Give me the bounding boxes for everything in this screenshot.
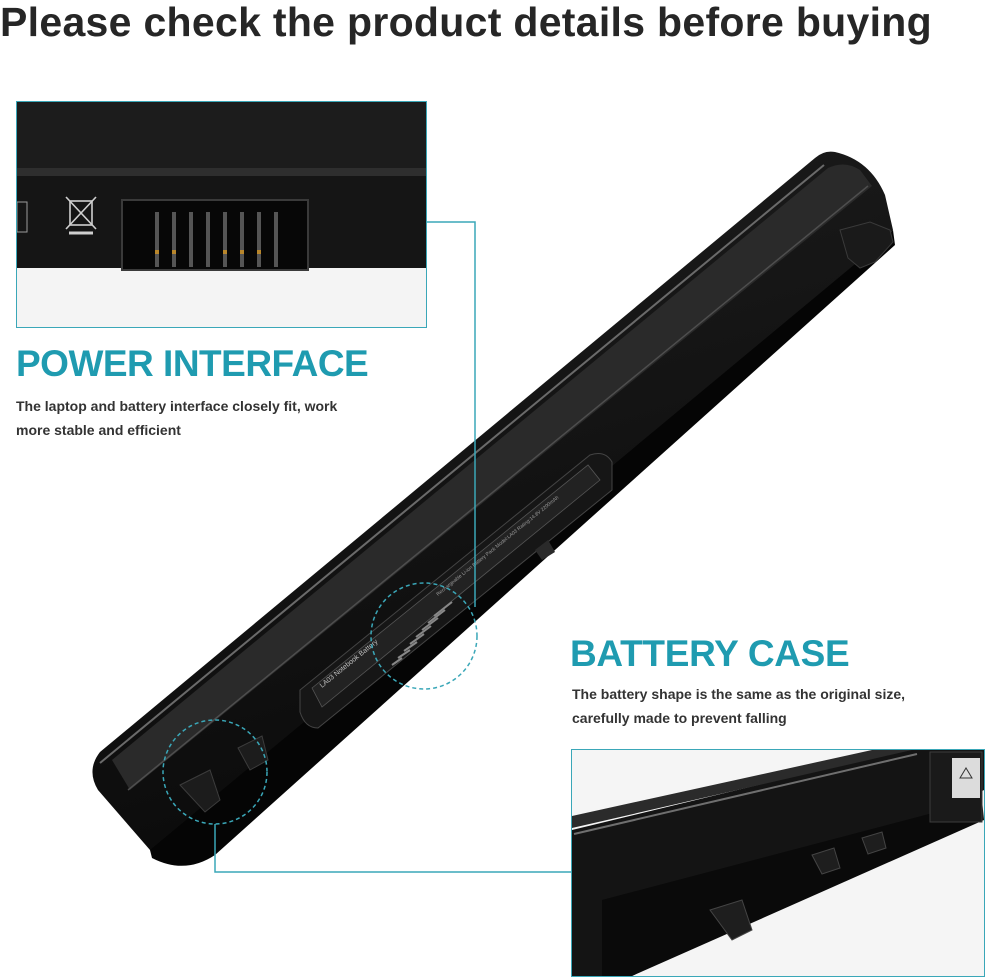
case-leader-line [214, 824, 571, 873]
battery-case-zoom-panel [571, 749, 985, 977]
power-interface-zoom-panel [16, 101, 427, 328]
battery-body [92, 151, 895, 866]
power-interface-description: The laptop and battery interface closely… [16, 394, 356, 442]
warning-triangle-icon [959, 767, 973, 779]
power-interface-line-2: more stable and efficient [16, 422, 181, 438]
connector-highlight-circle [370, 582, 478, 690]
power-interface-line-1: The laptop and battery interface closely… [16, 398, 338, 414]
battery-case-title: BATTERY CASE [570, 633, 850, 674]
clip-highlight-circle [162, 719, 268, 825]
power-interface-title: POWER INTERFACE [16, 343, 369, 384]
battery-case-line-1: The battery shape is the same as the ori… [572, 686, 906, 702]
headline: Please check the product details before … [0, 0, 932, 45]
battery-case-line-2: carefully made to prevent falling [572, 710, 787, 726]
weee-bin-icon [65, 196, 97, 235]
battery-case-description: The battery shape is the same as the ori… [572, 682, 932, 730]
power-leader-line [425, 221, 476, 607]
